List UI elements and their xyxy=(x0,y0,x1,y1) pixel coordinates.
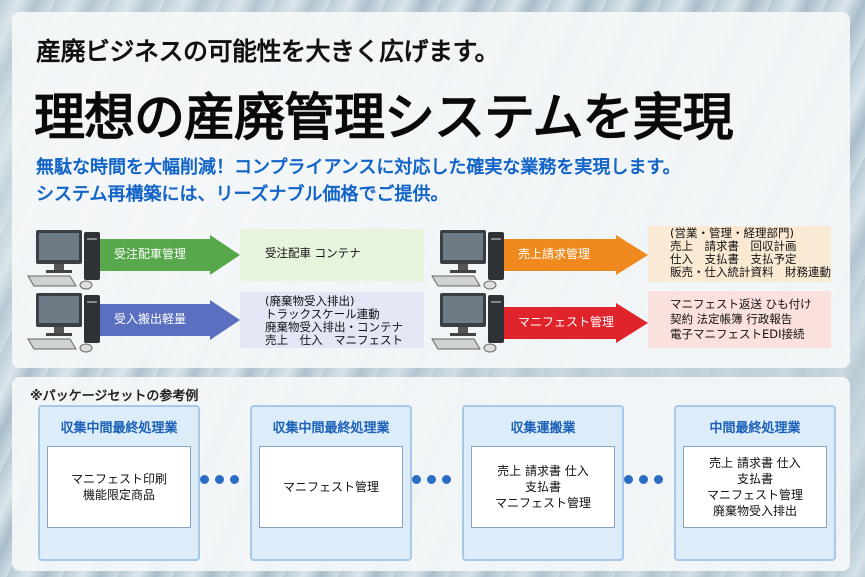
description-line-1: 無駄な時間を大幅削減！コンプライアンスに対応した確実な業務を実現します。 xyxy=(36,157,681,178)
computer-icon xyxy=(27,293,100,353)
computer-icon xyxy=(431,230,504,290)
arrow-shaft xyxy=(100,304,210,336)
ellipsis-dots xyxy=(624,475,663,484)
flow-label: マニフェスト管理 xyxy=(518,315,615,329)
package-card-line: 支払書 xyxy=(736,472,773,486)
flow-box-line: (廃棄物受入排出) xyxy=(265,294,355,308)
package-note: ※パッケージセットの参考例 xyxy=(30,389,199,404)
package-card: 収集運搬業 売上 請求書 仕入 支払書 マニフェスト管理 xyxy=(462,405,624,561)
flow-box-manifest: マニフェスト返送 ひも付け 契約 法定帳簿 行政報告 電子マニフェストEDI接続 xyxy=(648,291,831,348)
package-card-line: 支払書 xyxy=(524,480,561,494)
flow-arrow-receive-ship: 受入搬出軽量 xyxy=(100,300,240,340)
flow-box-order-dispatch: 受注配車 コンテナ xyxy=(240,229,424,281)
flow-box-line: 売上 請求書 回収計画 xyxy=(670,239,797,253)
flow-box-line: 電子マニフェストEDI接続 xyxy=(670,327,805,341)
package-card-line: 廃棄物受入排出 xyxy=(712,504,797,518)
package-card-content: マニフェスト印刷 機能限定商品 xyxy=(47,446,191,528)
flow-arrow-manifest: マニフェスト管理 xyxy=(504,303,648,343)
package-card-title: 収集運搬業 xyxy=(510,421,576,436)
package-card: 収集中間最終処理業 マニフェスト管理 xyxy=(250,405,412,561)
computer-icon xyxy=(27,230,100,290)
package-card: 収集中間最終処理業 マニフェスト印刷 機能限定商品 xyxy=(38,405,200,561)
arrow-shaft xyxy=(504,307,616,339)
arrow-head xyxy=(616,235,648,275)
package-card-title: 中間最終処理業 xyxy=(709,421,801,436)
flow-box-line: 売上 仕入 マニフェスト xyxy=(265,333,403,347)
package-card-line: 売上 請求書 仕入 xyxy=(709,456,801,470)
arrow-head xyxy=(616,303,648,343)
tagline: 産廃ビジネスの可能性を大きく広げます。 xyxy=(36,37,500,66)
arrow-head xyxy=(210,235,240,275)
arrow-head xyxy=(210,300,240,340)
computer-icon xyxy=(431,293,504,353)
package-card-line: マニフェスト管理 xyxy=(494,496,591,510)
package-card-line: 売上 請求書 仕入 xyxy=(497,464,589,478)
package-card-line: マニフェスト管理 xyxy=(282,480,379,494)
flow-label: 受注配車管理 xyxy=(114,247,187,261)
package-card-line: マニフェスト管理 xyxy=(706,488,803,502)
flow-box-receive-ship: (廃棄物受入排出) トラックスケール連動 廃棄物受入排出・コンテナ 売上 仕入 … xyxy=(240,292,424,348)
flow-box-line: (営業・管理・経理部門) xyxy=(670,226,794,240)
flow-label: 受入搬出軽量 xyxy=(114,312,187,326)
flow-box-line: 仕入 支払書 支払予定 xyxy=(670,252,797,266)
package-card-content: 売上 請求書 仕入 支払書 マニフェスト管理 廃棄物受入排出 xyxy=(683,446,827,528)
flow-box-line: マニフェスト返送 ひも付け xyxy=(670,297,812,311)
package-card-content: 売上 請求書 仕入 支払書 マニフェスト管理 xyxy=(471,446,615,528)
arrow-shaft xyxy=(100,239,210,271)
flow-box-line: トラックスケール連動 xyxy=(265,307,380,321)
flow-box-line: 販売・仕入統計資料 財務連動 xyxy=(670,265,831,279)
flow-box-line: 契約 法定帳簿 行政報告 xyxy=(670,312,793,326)
flow-box-sales-billing: (営業・管理・経理部門) 売上 請求書 回収計画 仕入 支払書 支払予定 販売・… xyxy=(648,226,831,282)
ellipsis-dots xyxy=(200,475,239,484)
arrow-shaft xyxy=(504,239,616,271)
flow-arrow-order-dispatch: 受注配車管理 xyxy=(100,235,240,275)
package-card-line: 機能限定商品 xyxy=(82,488,155,502)
flow-arrow-sales-billing: 売上請求管理 xyxy=(504,235,648,275)
package-card-line: マニフェスト印刷 xyxy=(70,472,167,486)
description-line-2: システム再構築には、リーズナブル価格でご提供。 xyxy=(36,184,449,205)
ellipsis-dots xyxy=(412,475,451,484)
package-card: 中間最終処理業 売上 請求書 仕入 支払書 マニフェスト管理 廃棄物受入排出 xyxy=(674,405,836,561)
package-card-content: マニフェスト管理 xyxy=(259,446,403,528)
package-card-title: 収集中間最終処理業 xyxy=(272,421,390,436)
flow-label: 売上請求管理 xyxy=(518,247,591,261)
headline: 理想の産廃管理システムを実現 xyxy=(34,89,733,148)
package-card-title: 収集中間最終処理業 xyxy=(60,421,178,436)
flow-box-line: 廃棄物受入排出・コンテナ xyxy=(265,320,403,334)
flow-box-line: 受注配車 コンテナ xyxy=(265,246,361,260)
